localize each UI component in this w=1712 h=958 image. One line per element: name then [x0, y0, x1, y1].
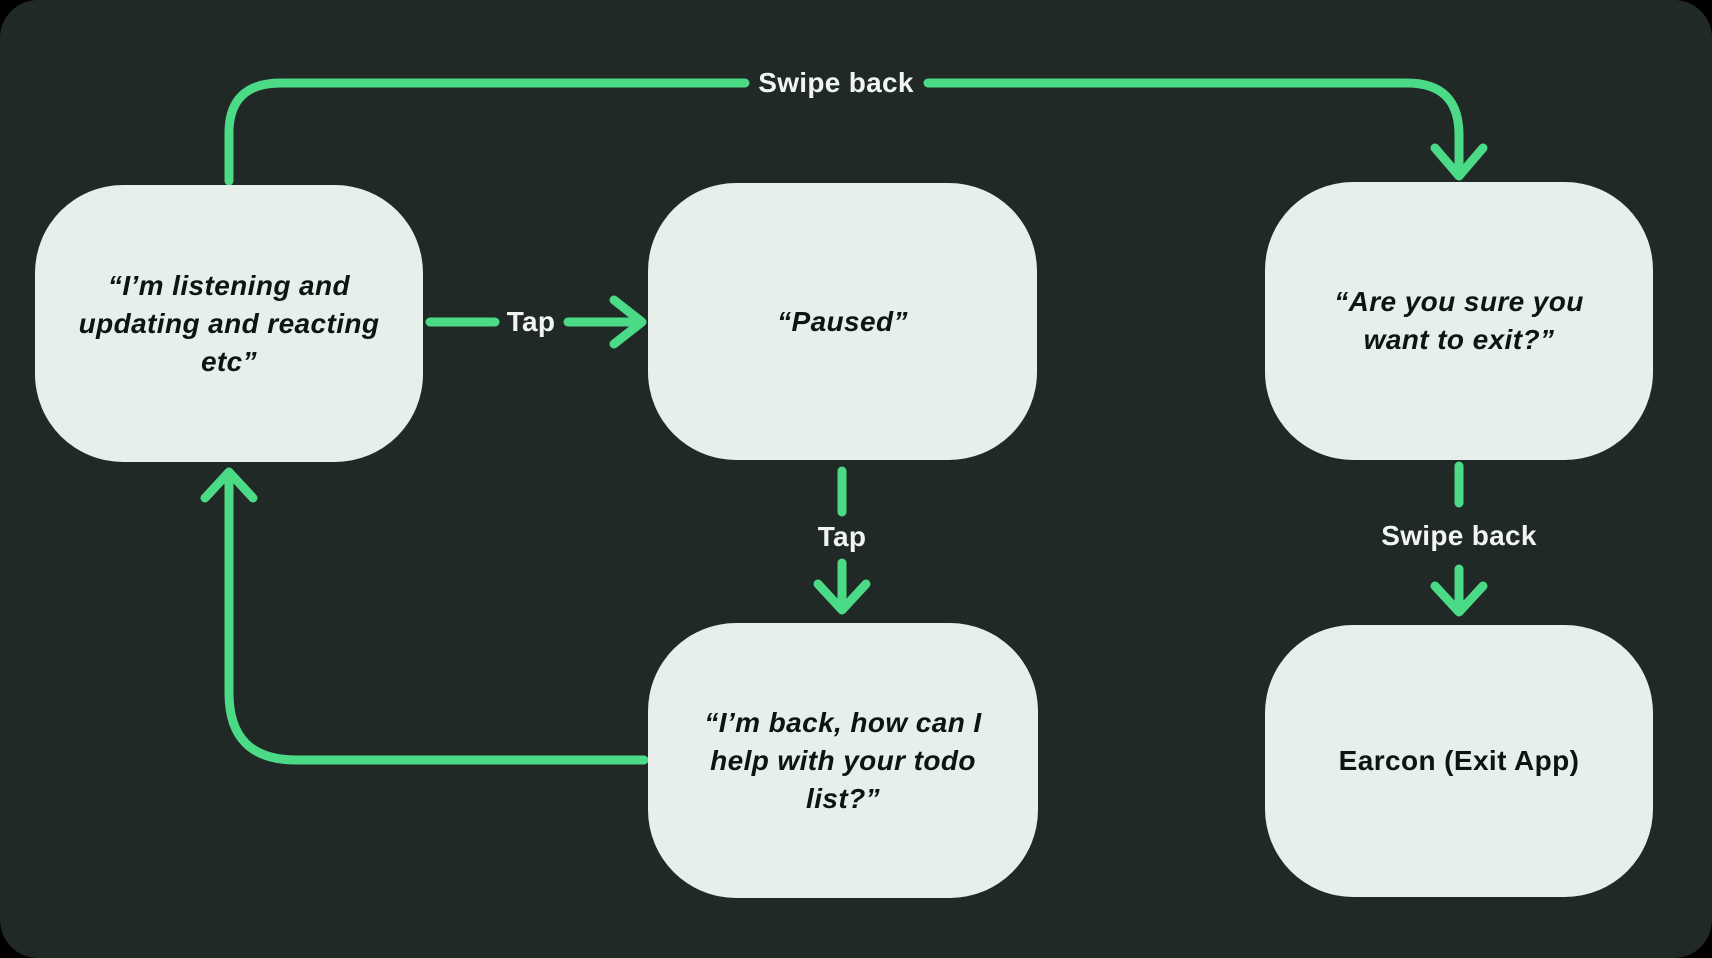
arrowhead-down-back-state — [813, 579, 871, 615]
arrows-layer — [200, 78, 1488, 765]
node-exit-confirm-state — [1265, 182, 1653, 460]
arrowhead-down-exit-app — [1430, 581, 1488, 617]
edge-swipe-back-top-right — [923, 78, 1464, 175]
node-listening-state — [35, 185, 423, 462]
arrowhead-up-listening — [200, 467, 258, 503]
node-back-state — [648, 623, 1038, 898]
arrowhead-right-paused — [609, 295, 647, 349]
node-exit-app-state — [1265, 625, 1653, 897]
arrowhead-down-exit-confirm — [1430, 143, 1488, 181]
nodes-layer — [35, 182, 1653, 898]
edge-loop-back — [224, 473, 649, 765]
node-paused-state — [648, 183, 1037, 460]
edge-swipe-back-top-left — [224, 78, 750, 186]
